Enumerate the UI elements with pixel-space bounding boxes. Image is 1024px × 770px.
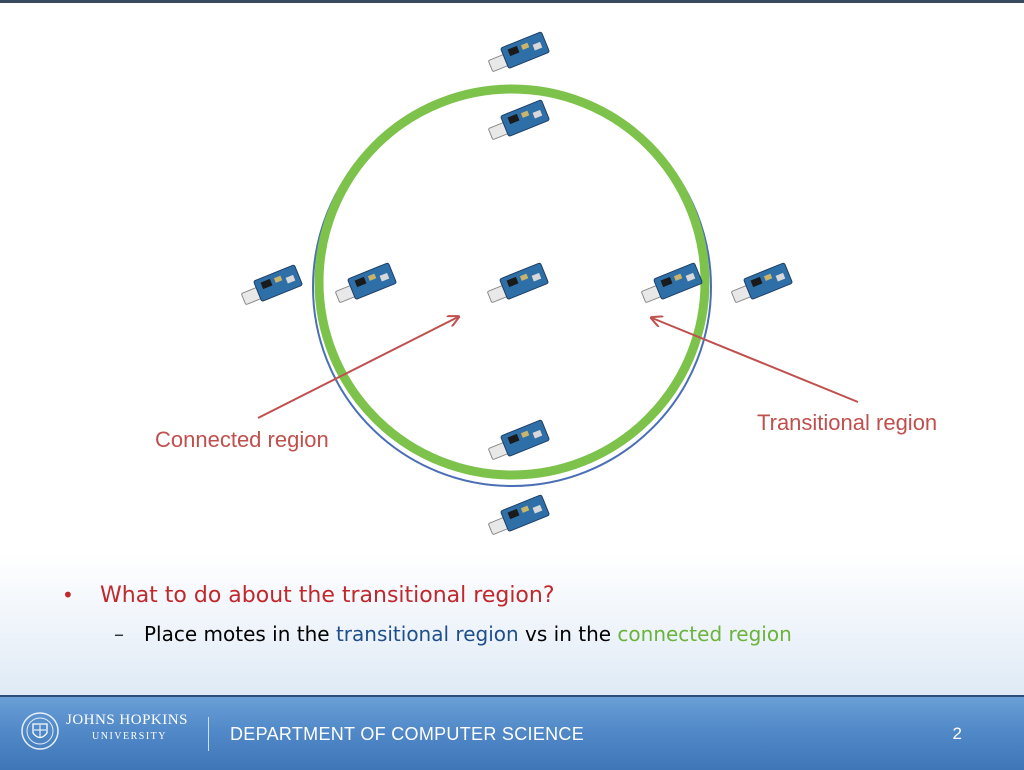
mote-icon-bottom-outer xyxy=(487,494,551,536)
sub-bullet: – Place motes in the transitional region… xyxy=(114,622,792,646)
mote-icon-center xyxy=(486,262,550,304)
footer-divider xyxy=(208,717,209,751)
mote-icon-right-inner xyxy=(640,262,704,304)
top-border xyxy=(0,0,1024,3)
mote-icon-top-outer xyxy=(487,31,551,73)
connected-region-label: Connected region xyxy=(155,427,329,452)
transitional-region-arrow xyxy=(652,318,859,403)
sub-bullet-dash-icon: – xyxy=(114,622,124,646)
sub-bullet-middle: vs in the xyxy=(518,622,618,646)
sub-bullet-transitional: transitional region xyxy=(335,622,519,646)
bullet-dot-icon: • xyxy=(62,583,74,607)
slide-footer: JOHNS HOPKINS UNIVERSITY DEPARTMENT OF C… xyxy=(0,695,1024,770)
sub-bullet-prefix: Place motes in the xyxy=(144,622,336,646)
sub-bullet-connected: connected region xyxy=(617,622,792,646)
main-bullet-text: What to do about the transitional region… xyxy=(100,583,555,608)
university-seal-icon xyxy=(21,712,59,750)
university-line-1: JOHNS HOPKINS xyxy=(66,712,188,728)
mote-icon-bottom-inner xyxy=(487,419,551,461)
university-wordmark: JOHNS HOPKINS UNIVERSITY xyxy=(66,712,188,742)
transitional-region-label: Transitional region xyxy=(757,410,938,435)
mote-icon-right-outer xyxy=(730,262,794,304)
slide-bullets: • What to do about the transitional regi… xyxy=(62,583,792,646)
connected-region-circle xyxy=(314,84,710,480)
university-line-2: UNIVERSITY xyxy=(92,731,167,742)
main-bullet: • What to do about the transitional regi… xyxy=(62,583,792,608)
page-number: 2 xyxy=(952,724,962,743)
mote-icon-left-inner xyxy=(334,262,398,304)
mote-icon-top-inner xyxy=(487,99,551,141)
department-name: DEPARTMENT OF COMPUTER SCIENCE xyxy=(230,724,585,744)
network-diagram xyxy=(240,31,859,536)
mote-icon-left-outer xyxy=(240,264,304,306)
connected-region-arrow xyxy=(257,317,458,419)
